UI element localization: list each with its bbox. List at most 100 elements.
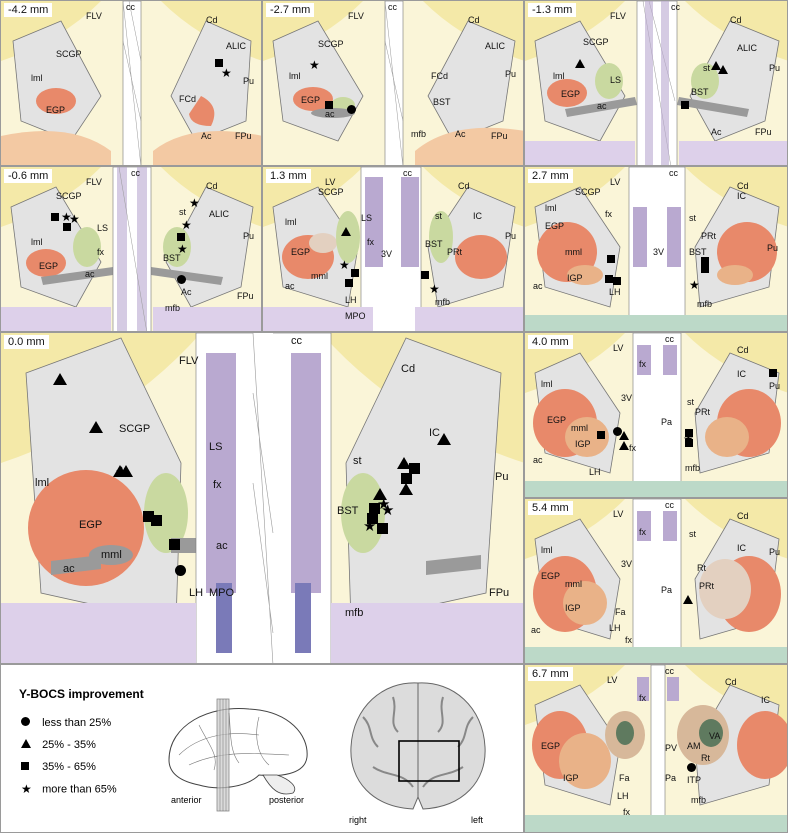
electrode-marker-star: ★ <box>181 218 192 232</box>
structure-label: EGP <box>39 261 59 271</box>
structure-label: st <box>689 213 697 223</box>
section-panel-minus-1-3: -1.3 mm FLV cc Cd SCGP lml EGP LS ac st … <box>524 0 788 166</box>
electrode-marker-square <box>701 265 709 273</box>
electrode-marker-triangle <box>711 61 721 70</box>
electrode-marker-triangle <box>89 421 103 433</box>
section-panel-6-7: 6.7 mm LV cc Cd fx IC EGP PV AM VA IGP F… <box>524 664 788 833</box>
structure-label: PRt <box>447 247 463 257</box>
structure-label: mfb <box>435 297 451 307</box>
structure-label: MPO <box>345 311 366 321</box>
electrode-marker-triangle <box>373 488 387 500</box>
electrode-marker-triangle <box>718 65 728 74</box>
structure-label: Ac <box>455 129 466 139</box>
structure-label: mfb <box>165 303 181 313</box>
section-drawing <box>525 499 787 663</box>
structure-label: IGP <box>575 439 591 449</box>
structure-label: BST <box>425 239 443 249</box>
structure-label: LH <box>345 295 357 305</box>
structure-label: LS <box>361 213 373 223</box>
electrode-marker-square <box>63 223 71 231</box>
structure-label: Fa <box>615 607 626 617</box>
structure-label: FCd <box>179 94 197 104</box>
sagittal-brain-illustration <box>168 698 308 812</box>
legend-item-square: 35% - 65% <box>21 761 96 773</box>
electrode-marker-square <box>369 503 380 514</box>
legend-label: 35% - 65% <box>42 761 96 774</box>
legend-label: less than 25% <box>42 717 112 730</box>
structure-label: Pu <box>769 547 781 557</box>
structure-label: Pu <box>243 76 255 86</box>
structure-label: PRt <box>701 231 717 241</box>
structure-label: cc <box>671 2 680 12</box>
structure-label: ac <box>533 455 543 465</box>
structure-label: LH <box>589 467 601 477</box>
structure-label: LV <box>613 509 624 519</box>
structure-label: SCGP <box>318 39 344 49</box>
electrode-marker-square <box>685 439 693 447</box>
structure-label: lml <box>541 379 553 389</box>
structure-label: mfb <box>685 463 701 473</box>
electrode-marker-square <box>401 473 412 484</box>
structure-label: LV <box>610 177 621 187</box>
structure-label: IC <box>737 369 746 379</box>
structure-label: cc <box>665 334 674 344</box>
section-drawing <box>263 1 523 165</box>
structure-label: Pu <box>505 69 517 79</box>
structure-label: Pa <box>665 773 677 783</box>
structure-label: MPO <box>209 587 235 599</box>
structure-label: mml <box>101 549 122 561</box>
structure-label: mfb <box>411 129 427 139</box>
structure-label: ALIC <box>737 43 758 53</box>
section-drawing <box>263 167 523 331</box>
panel-level-label: 6.7 mm <box>528 667 573 681</box>
structure-label: Pu <box>769 381 781 391</box>
structure-label: ALIC <box>226 41 247 51</box>
section-drawing <box>1 167 261 331</box>
structure-label: Ac <box>181 287 192 297</box>
structure-label: FPu <box>235 131 252 141</box>
electrode-marker-triangle <box>119 465 133 477</box>
structure-label: ac <box>325 109 335 119</box>
structure-label: IC <box>737 191 746 201</box>
structure-label: ac <box>531 625 541 635</box>
legend-label: 25% - 35% <box>42 739 96 752</box>
electrode-marker-square <box>769 369 777 377</box>
panel-level-label: -4.2 mm <box>4 3 53 17</box>
section-panel-2-7: 2.7 mm LV cc Cd SCGP IC lml fx st EGP PR… <box>524 166 788 332</box>
structure-label: st <box>435 211 443 221</box>
section-drawing <box>525 167 787 331</box>
structure-label: EGP <box>541 741 561 751</box>
square-icon <box>21 762 29 771</box>
structure-label: ITP <box>687 775 702 785</box>
structure-label: ac <box>216 540 228 552</box>
section-drawing <box>525 1 787 165</box>
legend-panel: Y-BOCS improvement less than 25% 25% - 3… <box>0 664 524 833</box>
electrode-marker-star: ★ <box>339 258 350 272</box>
structure-label: lml <box>35 477 50 489</box>
structure-label: cc <box>388 2 397 12</box>
structure-label: Cd <box>737 181 749 191</box>
structure-label: FPu <box>489 587 510 599</box>
structure-label: SCGP <box>583 37 609 47</box>
structure-label: fx <box>639 527 647 537</box>
electrode-marker-triangle <box>619 431 629 440</box>
panel-level-label: 0.0 mm <box>4 335 49 349</box>
electrode-marker-star: ★ <box>381 502 395 519</box>
electrode-marker-square <box>143 511 154 522</box>
legend-item-star: ★ more than 65% <box>21 783 117 796</box>
electrode-marker-triangle <box>575 59 585 68</box>
structure-label: LS <box>97 223 109 233</box>
structure-label: PV <box>665 743 678 753</box>
structure-label: EGP <box>547 415 567 425</box>
structure-label: Cd <box>725 677 737 687</box>
structure-label: EGP <box>301 95 321 105</box>
section-panel-5-4: 5.4 mm LV cc Cd fx lml st IC 3V Pu EGP R… <box>524 498 788 664</box>
structure-label: FCd <box>431 71 449 81</box>
structure-label: IC <box>737 543 746 553</box>
structure-label: SCGP <box>318 187 344 197</box>
posterior-label: posterior <box>269 795 305 805</box>
left-label: left <box>471 815 484 825</box>
electrode-marker-triangle <box>397 457 411 469</box>
structure-label: SCGP <box>575 187 601 197</box>
legend-item-circle: less than 25% <box>21 717 111 729</box>
